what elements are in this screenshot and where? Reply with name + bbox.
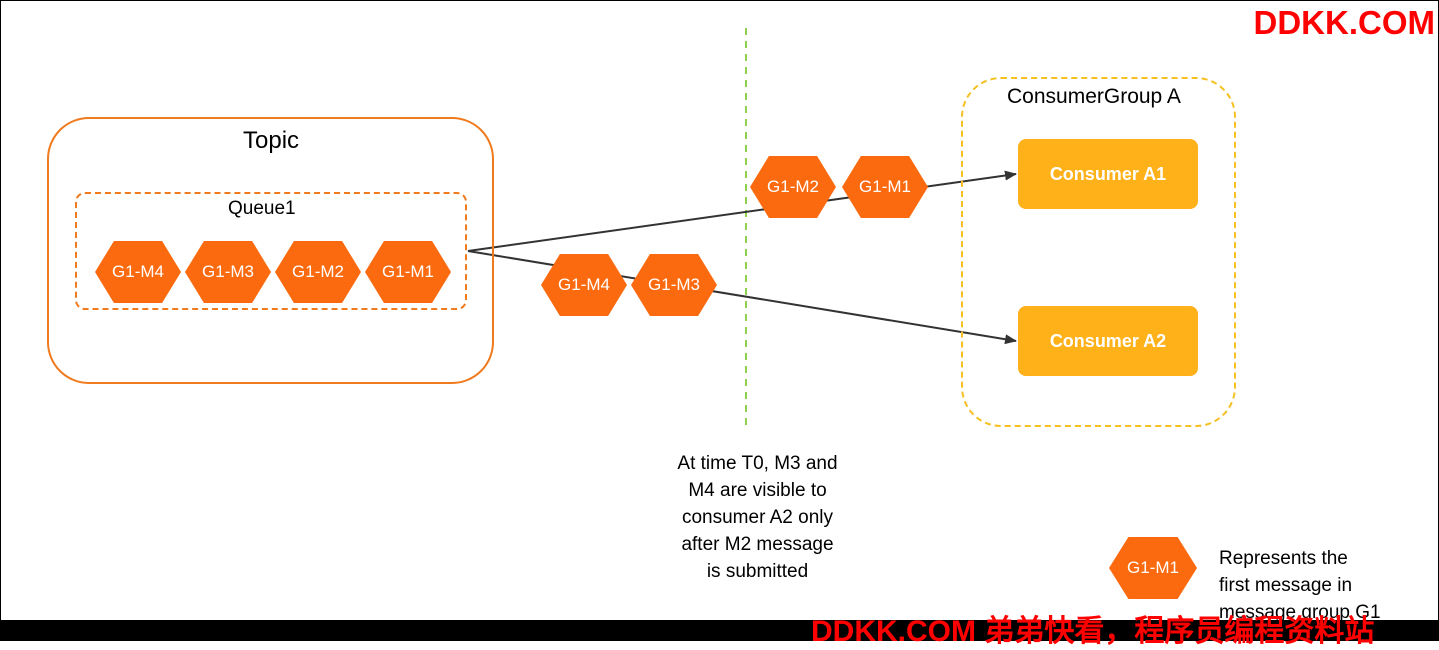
watermark-bottom: DDKK.COM 弟弟快看，程序员编程资料站 (811, 615, 1375, 648)
note-line: At time T0, M3 and (677, 453, 838, 474)
consumer-group-title: ConsumerGroup A (1007, 85, 1181, 108)
consumer-group-container (961, 77, 1236, 427)
topic-container (47, 117, 494, 384)
in-flight-message-hex: G1-M1 (842, 156, 928, 218)
legend-line: Represents the (1219, 548, 1348, 569)
note-line: M4 are visible to (688, 480, 827, 501)
in-flight-message-hex: G1-M2 (750, 156, 836, 218)
note-line: is submitted (706, 561, 809, 582)
queue-message-hex: G1-M1 (365, 241, 451, 303)
arrow-to-consumer-a1 (467, 170, 1017, 252)
queue-container (75, 192, 467, 310)
legend-line: first message in (1219, 575, 1353, 596)
watermark-top: DDKK.COM (1253, 4, 1435, 41)
topic-title: Topic (243, 127, 300, 154)
note-line: after M2 message (681, 534, 834, 555)
pending-message-hex: G1-M4 (541, 254, 627, 316)
bottom-band (0, 620, 1439, 641)
legend-line: message group G1 (1219, 602, 1381, 623)
legend-text: Represents the first message in message … (1219, 545, 1419, 626)
queue-message-hex: G1-M3 (185, 241, 271, 303)
consumer-a2: Consumer A2 (1018, 306, 1198, 376)
queue-label: Queue1 (228, 198, 296, 219)
timeline-note: At time T0, M3 and M4 are visible to con… (650, 450, 865, 585)
legend-hex: G1-M1 (1109, 537, 1197, 599)
queue-message-hex: G1-M4 (95, 241, 181, 303)
note-line: consumer A2 only (681, 507, 834, 528)
consumer-a1: Consumer A1 (1018, 139, 1198, 209)
pending-message-hex: G1-M3 (631, 254, 717, 316)
queue-message-hex: G1-M2 (275, 241, 361, 303)
